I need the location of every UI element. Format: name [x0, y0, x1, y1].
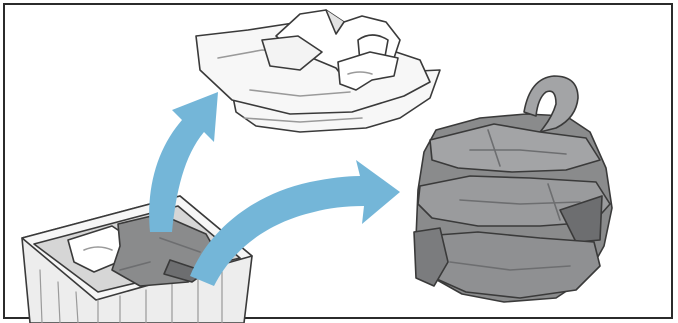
dark-clothes-pile-icon: [414, 76, 612, 302]
white-clothes-pile-icon: [196, 10, 440, 132]
